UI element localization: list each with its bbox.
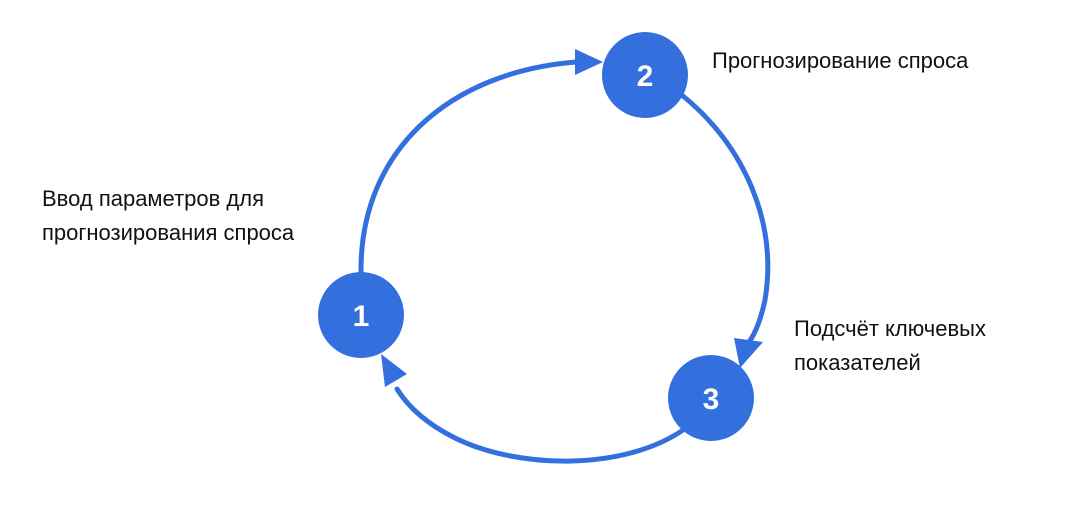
cycle-arrows xyxy=(358,49,771,464)
step-label-2: Прогнозирование спроса xyxy=(712,44,968,78)
step-label-3: Подсчёт ключевых показателей xyxy=(794,312,986,380)
step-circle-1 xyxy=(318,272,404,358)
step-circle-3 xyxy=(668,355,754,441)
step-label-3-line-2: показателей xyxy=(794,350,921,375)
step-label-1: Ввод параметров для прогнозирования спро… xyxy=(42,182,294,250)
step-number-2: 2 xyxy=(637,60,654,93)
step-node-3: 3 xyxy=(668,355,754,441)
step-label-1-line-1: Ввод параметров для xyxy=(42,186,264,211)
step-label-3-line-1: Подсчёт ключевых xyxy=(794,316,986,341)
step-label-2-line-1: Прогнозирование спроса xyxy=(712,48,969,73)
step-number-3: 3 xyxy=(703,383,720,416)
arrowhead-2-to-3 xyxy=(734,338,763,368)
arrowhead-3-to-1 xyxy=(381,354,407,387)
arrow-2-to-3 xyxy=(680,93,771,348)
step-label-1-line-2: прогнозирования спроса xyxy=(42,220,295,245)
arrow-3-to-1 xyxy=(394,386,686,464)
arrowhead-1-to-2 xyxy=(575,49,603,75)
step-circle-2 xyxy=(602,32,688,118)
step-node-1: 1 xyxy=(318,272,404,358)
arrow-1-to-2 xyxy=(358,59,579,275)
step-number-1: 1 xyxy=(353,300,370,333)
step-node-2: 2 xyxy=(602,32,688,118)
